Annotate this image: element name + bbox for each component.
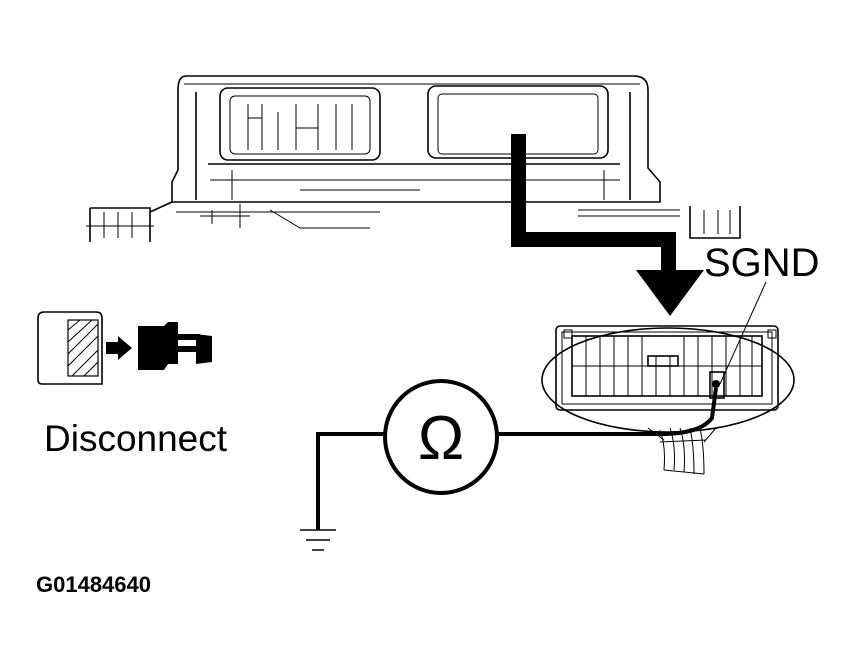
probe-tip-lead [659,387,718,436]
connector-pointer [511,134,704,316]
measurement-circuit: Ω [300,379,720,551]
disconnect-connector-icon [37,311,212,385]
sgnd-terminal [709,371,725,399]
sgnd-leader-line [719,281,767,385]
ground-lead [316,432,384,530]
control-unit [86,75,741,242]
disconnect-label: Disconnect [44,418,228,459]
ground-symbol-icon [300,529,336,551]
figure-id: G01484640 [36,572,151,597]
pointer-arrowhead [636,270,704,316]
sgnd-label: SGND [704,241,820,285]
harness-connector [541,325,795,433]
ohm-symbol: Ω [418,404,464,473]
ohmmeter-icon: Ω [383,379,499,495]
